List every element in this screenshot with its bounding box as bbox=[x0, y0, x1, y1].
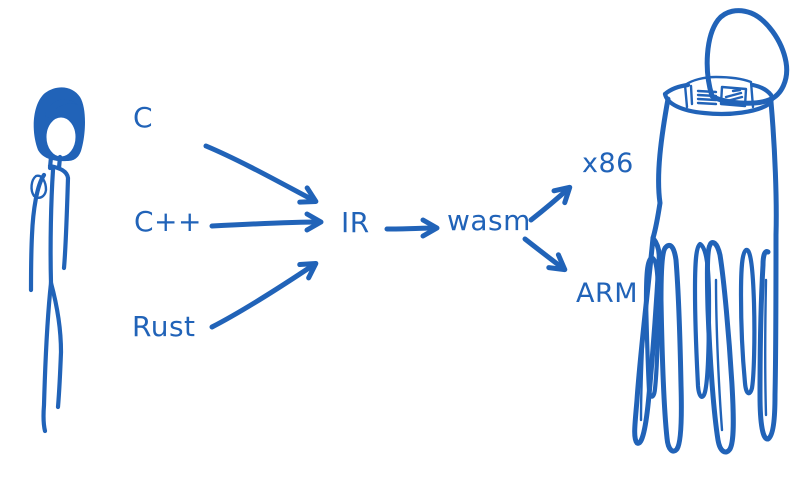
node-label-x86: x86 bbox=[582, 148, 634, 179]
node-label-ir: IR bbox=[341, 206, 370, 239]
arrow-ir-to-wasm bbox=[384, 217, 440, 239]
trash-can-rim-back bbox=[662, 82, 774, 98]
node-label-arm: ARM bbox=[576, 278, 639, 309]
person-right-leg bbox=[48, 280, 64, 410]
trash-can-right-side bbox=[768, 99, 779, 238]
person-torso bbox=[48, 167, 56, 286]
newspaper-outline bbox=[683, 75, 755, 109]
tentacle-detail-lines bbox=[639, 278, 768, 432]
newspaper-icon bbox=[683, 75, 755, 109]
person-figure-icon bbox=[28, 87, 85, 434]
node-label-cpp: C++ bbox=[134, 205, 202, 238]
person-hair-fringe bbox=[45, 99, 78, 118]
node-label-rust: Rust bbox=[132, 310, 196, 343]
person-left-leg bbox=[41, 280, 54, 434]
tentacle-short-3 bbox=[738, 247, 757, 396]
node-label-c: C bbox=[133, 101, 154, 134]
tentacle-long-1 bbox=[632, 235, 662, 446]
diagram-arrows bbox=[203, 143, 573, 330]
newspaper-photo-scribble bbox=[724, 88, 744, 103]
tentacle-long-4 bbox=[757, 232, 779, 442]
arrow-c-to-ir bbox=[203, 143, 319, 205]
trash-can-monster-icon bbox=[632, 8, 790, 455]
arrow-wasm-to-x86 bbox=[528, 184, 573, 223]
node-label-wasm: wasm bbox=[447, 204, 531, 237]
newspaper-photo-box bbox=[719, 85, 748, 108]
newspaper-text-lines bbox=[696, 89, 718, 106]
arrow-rust-to-ir bbox=[209, 260, 319, 330]
tentacle-strips bbox=[632, 232, 779, 455]
tentacle-long-3 bbox=[704, 240, 736, 455]
person-left-arm bbox=[28, 172, 47, 293]
arrow-cpp-to-ir bbox=[209, 211, 324, 233]
tentacle-long-2 bbox=[658, 242, 684, 454]
person-right-arm bbox=[47, 163, 71, 271]
person-hand-loop bbox=[30, 174, 48, 199]
newspaper-fold bbox=[689, 84, 694, 106]
trash-can-left-side bbox=[650, 96, 671, 241]
person-face bbox=[44, 115, 78, 159]
arrow-wasm-to-arm bbox=[522, 236, 568, 273]
trash-can-lid bbox=[704, 8, 790, 106]
